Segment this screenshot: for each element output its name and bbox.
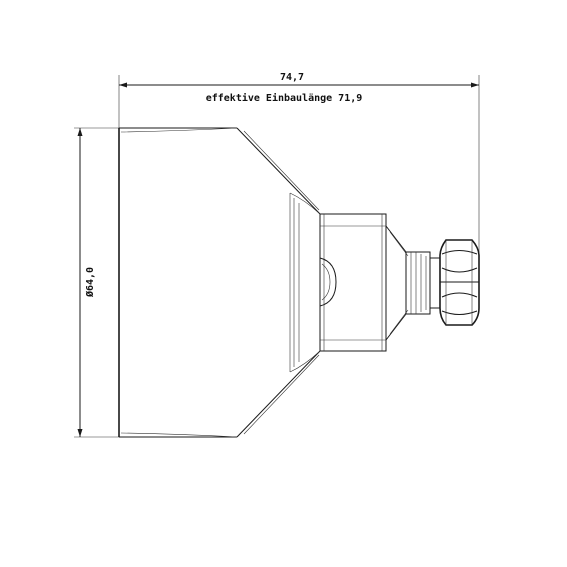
bottom-inner-edge bbox=[120, 432, 238, 438]
overall-length-dimension: 74,7 effektive Einbaulänge 71,9 bbox=[118, 72, 480, 262]
ball-feature-inner bbox=[321, 263, 331, 301]
diameter-label: Ø64,0 bbox=[84, 267, 96, 298]
neck-taper-bottom-inner bbox=[389, 309, 409, 335]
arrow-left-icon bbox=[119, 82, 127, 88]
top-inner-edge bbox=[120, 127, 238, 133]
neck bbox=[385, 225, 440, 341]
arrow-down-icon bbox=[77, 429, 83, 437]
hex-nut-curve-4 bbox=[441, 310, 478, 315]
effective-length-label: effektive Einbaulänge 71,9 bbox=[206, 92, 363, 104]
shoulder-lower-inner bbox=[243, 354, 320, 435]
hex-nut bbox=[439, 239, 480, 326]
shoulder-upper-inner bbox=[243, 130, 320, 211]
hex-nut-curve-2 bbox=[441, 267, 478, 273]
neck-taper-top-inner bbox=[389, 231, 409, 257]
arrow-right-icon bbox=[471, 82, 479, 88]
diameter-dimension: Ø64,0 bbox=[74, 127, 119, 438]
collar bbox=[319, 213, 387, 352]
hex-nut-curve-3 bbox=[441, 292, 478, 298]
shoulder-lower-outer bbox=[236, 350, 321, 438]
hex-nut-curve-1 bbox=[441, 250, 478, 255]
nozzle-body bbox=[118, 127, 387, 438]
groove-curve-bottom bbox=[289, 350, 321, 373]
arrow-up-icon bbox=[77, 128, 83, 136]
shoulder-upper-outer bbox=[236, 127, 321, 215]
groove-curve-top bbox=[289, 192, 321, 215]
neck-taper-top bbox=[385, 225, 407, 253]
neck-taper-bottom bbox=[385, 313, 407, 341]
ball-feature bbox=[319, 257, 337, 307]
overall-length-label: 74,7 bbox=[280, 72, 304, 83]
neck-shaft bbox=[405, 251, 431, 315]
